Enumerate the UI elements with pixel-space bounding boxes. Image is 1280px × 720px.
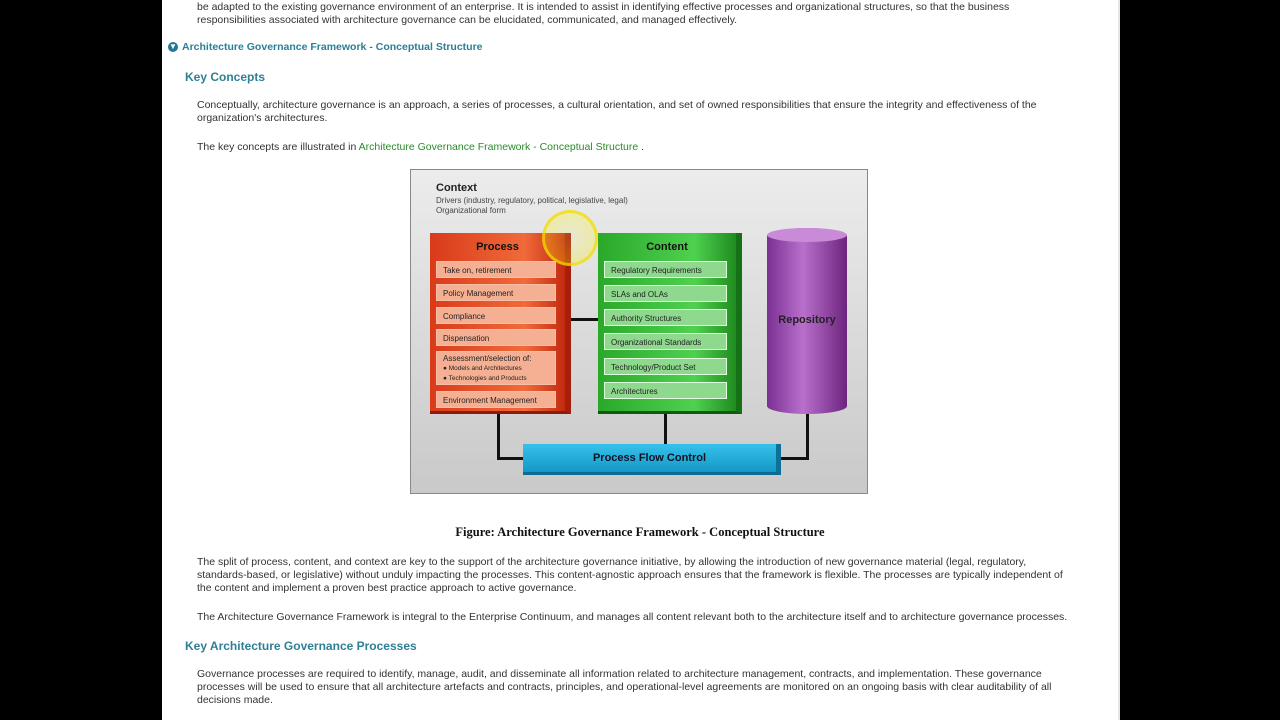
process-title: Process <box>476 241 519 253</box>
repository-connector <box>806 410 809 460</box>
repository-label: Repository <box>778 314 836 326</box>
process-box: Process Take on, retirement Policy Manag… <box>430 233 571 414</box>
figure-caption: Figure: Architecture Governance Framewor… <box>455 525 825 539</box>
content-item: Architectures <box>604 382 727 399</box>
processes-heading: Key Architecture Governance Processes <box>185 639 417 653</box>
toc-link[interactable]: Architecture Governance Framework - Conc… <box>182 41 483 53</box>
key-concepts-reference: The key concepts are illustrated in Arch… <box>197 141 644 155</box>
repository-top <box>767 228 847 242</box>
content-item: Technology/Product Set <box>604 358 727 375</box>
repository-cylinder: Repository <box>767 228 847 414</box>
process-item: Environment Management <box>436 391 556 408</box>
after-line-1: The split of process, content, and conte… <box>197 556 1027 568</box>
context-org-form: Organizational form <box>436 206 506 215</box>
content-connector <box>664 410 667 446</box>
processes-line-1: Governance processes are required to ide… <box>197 668 1042 680</box>
reference-suffix: . <box>638 141 645 153</box>
assessment-sub-1: ● Models and Architectures <box>443 365 522 372</box>
content-title: Content <box>646 241 688 253</box>
assessment-title: Assessment/selection of: <box>443 354 532 363</box>
process-item: Take on, retirement <box>436 261 556 278</box>
process-flow-control-box: Process Flow Control <box>523 444 781 475</box>
intro-line-2: responsibilities associated with archite… <box>197 14 738 26</box>
cursor-highlight-icon <box>542 210 598 266</box>
context-drivers: Drivers (industry, regulatory, political… <box>436 196 628 205</box>
content-item: Regulatory Requirements <box>604 261 727 278</box>
content-item: SLAs and OLAs <box>604 285 727 302</box>
content-item: Organizational Standards <box>604 333 727 350</box>
arrow-down-circle-icon: ▼ <box>168 42 178 52</box>
after-line-2: standards-based, or legislative) without… <box>197 569 1063 581</box>
key-concepts-line-2: organization's architectures. <box>197 112 328 124</box>
process-item: Policy Management <box>436 284 556 301</box>
processes-line-3: decisions made. <box>197 694 273 706</box>
key-concepts-line-1: Conceptually, architecture governance is… <box>197 99 1037 111</box>
toc-link-row[interactable]: ▼ Architecture Governance Framework - Co… <box>168 41 483 53</box>
figure-link[interactable]: Architecture Governance Framework - Conc… <box>358 141 639 153</box>
content-box: Content Regulatory Requirements SLAs and… <box>598 233 742 414</box>
key-concepts-heading: Key Concepts <box>185 70 266 84</box>
scrollbar-track[interactable] <box>1118 0 1120 720</box>
context-title: Context <box>436 182 477 194</box>
intro-line-1: be adapted to the existing governance en… <box>197 1 1010 13</box>
governance-framework-diagram: Context Drivers (industry, regulatory, p… <box>410 169 868 494</box>
process-item: Compliance <box>436 307 556 324</box>
process-content-connector <box>561 318 606 321</box>
process-flow-label: Process Flow Control <box>592 452 707 464</box>
assessment-sub-2: ● Technologies and Products <box>443 375 527 382</box>
process-item: Dispensation <box>436 329 556 346</box>
repository-flow-connector <box>779 457 809 460</box>
processes-line-2: processes will be used to ensure that al… <box>197 681 1052 693</box>
process-connector <box>497 410 500 460</box>
process-item-assessment: Assessment/selection of: ● Models and Ar… <box>436 351 556 385</box>
content-item: Authority Structures <box>604 309 727 326</box>
reference-prefix: The key concepts are illustrated in <box>197 141 359 153</box>
after-line-3: the content and implement a proven best … <box>197 582 577 594</box>
document-page: be adapted to the existing governance en… <box>162 0 1118 720</box>
after-paragraph-2: The Architecture Governance Framework is… <box>197 611 1068 623</box>
process-flow-connector <box>497 457 527 460</box>
